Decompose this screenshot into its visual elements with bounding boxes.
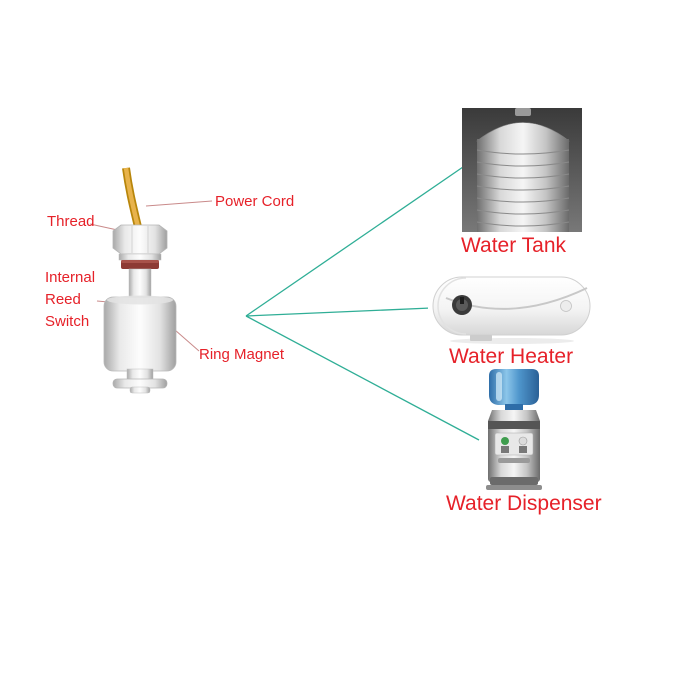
connector-to-water-heater <box>245 307 432 317</box>
water-tank-image <box>462 108 582 232</box>
hex-nut <box>112 224 168 255</box>
tank-ribs <box>476 149 570 227</box>
heater-end-seam <box>437 277 467 335</box>
heater-bottom-bracket <box>470 335 492 341</box>
water-tank-label: Water Tank <box>461 234 567 257</box>
dispenser-foot <box>486 485 542 490</box>
leader-ring-magnet <box>174 329 200 352</box>
tank-body <box>477 139 569 232</box>
dispenser-tap-white <box>518 436 528 446</box>
dispenser-spout-left <box>501 446 509 453</box>
dispenser-tap-green <box>501 437 509 445</box>
water-heater-image <box>428 270 595 346</box>
stem <box>128 268 152 300</box>
float-top-shading <box>107 295 173 305</box>
dispenser-tap-panel <box>494 432 534 456</box>
float-switch-illustration <box>103 167 177 394</box>
bottom-tip <box>129 386 151 394</box>
float-body <box>103 296 177 372</box>
heater-shadow <box>450 338 574 344</box>
tank-cap <box>515 108 531 116</box>
heater-body <box>432 276 591 336</box>
o-ring-highlight <box>121 260 159 263</box>
heater-knob-inner <box>456 299 468 311</box>
dispenser-bottle-highlight <box>496 372 502 401</box>
thread-label: Thread <box>47 213 95 230</box>
internal-reed-switch-label-line2: Reed <box>45 291 81 308</box>
dispenser-dark-band <box>488 421 540 429</box>
dispenser-drip-tray <box>498 458 530 463</box>
water-heater-label: Water Heater <box>449 345 574 368</box>
connector-to-water-dispenser <box>245 315 480 441</box>
heater-logo-dot <box>560 300 572 312</box>
internal-reed-switch-label-line3: Switch <box>45 313 90 330</box>
connector-lines <box>245 166 480 441</box>
dispenser-bottle-neck <box>505 404 523 411</box>
water-dispenser-image <box>486 369 542 490</box>
power-cord-wire-highlight <box>123 167 141 228</box>
dispenser-spout-right <box>519 446 527 453</box>
connector-to-water-tank <box>245 166 464 317</box>
power-cord-label: Power Cord <box>215 193 295 210</box>
internal-reed-switch-label-line1: Internal <box>45 269 96 286</box>
dispenser-top-collar <box>488 410 540 421</box>
leader-power-cord <box>145 200 213 207</box>
tank-dome-top <box>476 122 570 142</box>
thread-collar <box>118 253 162 261</box>
water-dispenser-label: Water Dispenser <box>446 492 602 515</box>
bottom-flange <box>112 378 168 389</box>
internal-reed-switch-label: Internal Reed Switch <box>45 267 95 333</box>
heater-knob-marker <box>460 297 464 304</box>
dispenser-base <box>490 477 538 485</box>
ring-magnet-label: Ring Magnet <box>199 346 285 363</box>
